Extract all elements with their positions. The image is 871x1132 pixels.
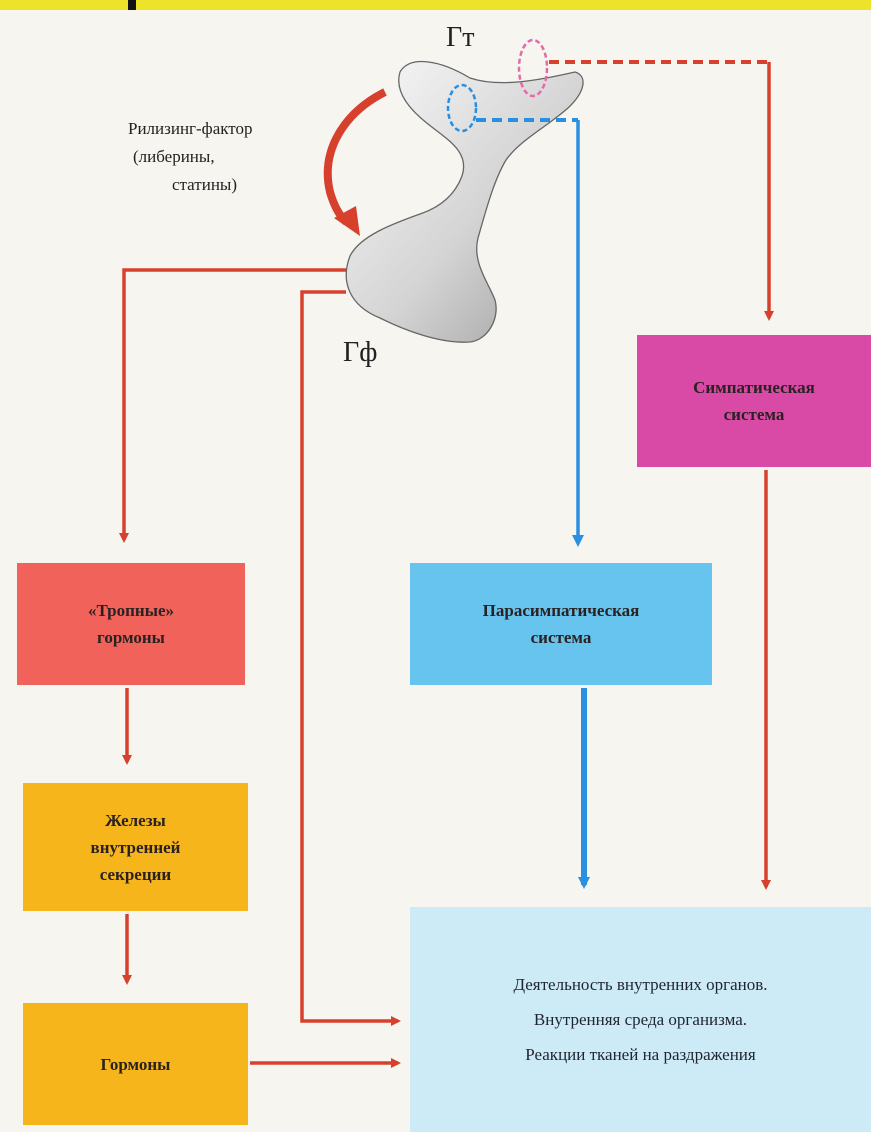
box-text: Деятельность внутренних органов. bbox=[513, 967, 767, 1002]
box-text: Внутренняя среда организма. bbox=[534, 1002, 747, 1037]
box-text: Гормоны bbox=[101, 1051, 171, 1078]
box-text: «Тропные» bbox=[88, 597, 174, 624]
box-text: Реакции тканей на раздражения bbox=[525, 1037, 755, 1072]
box-text: Симпатическая bbox=[693, 374, 815, 401]
arrow-pituitary-to-organs bbox=[302, 292, 398, 1021]
box-text: система bbox=[724, 401, 785, 428]
endocrine-glands-box: Железы внутренней секреции bbox=[23, 783, 248, 911]
releasing-factor-label: Рилизинг-фактор (либерины, статины) bbox=[128, 115, 252, 199]
box-text: секреции bbox=[100, 861, 171, 888]
box-text: внутренней bbox=[91, 834, 181, 861]
sympathetic-system-box: Симпатическая система bbox=[637, 335, 871, 467]
tropic-hormones-box: «Тропные» гормоны bbox=[17, 563, 245, 685]
box-text: гормоны bbox=[97, 624, 165, 651]
pituitary-label: Гф bbox=[343, 337, 377, 369]
releasing-factor-arrow bbox=[328, 92, 385, 222]
hypothalamus-pituitary-illustration bbox=[346, 62, 583, 343]
releasing-factor-line: Рилизинг-фактор bbox=[128, 115, 252, 143]
box-text: Железы bbox=[105, 807, 166, 834]
box-text: Парасимпатическая bbox=[483, 597, 640, 624]
releasing-factor-line: (либерины, bbox=[128, 143, 252, 171]
arrow-pituitary-to-tropic bbox=[124, 270, 346, 540]
internal-organs-box: Деятельность внутренних органов. Внутрен… bbox=[410, 907, 871, 1132]
hypothalamus-label: Гт bbox=[446, 22, 474, 54]
box-text: система bbox=[531, 624, 592, 651]
parasympathetic-system-box: Парасимпатическая система bbox=[410, 563, 712, 685]
releasing-factor-line: статины) bbox=[128, 171, 252, 199]
hormones-box: Гормоны bbox=[23, 1003, 248, 1125]
